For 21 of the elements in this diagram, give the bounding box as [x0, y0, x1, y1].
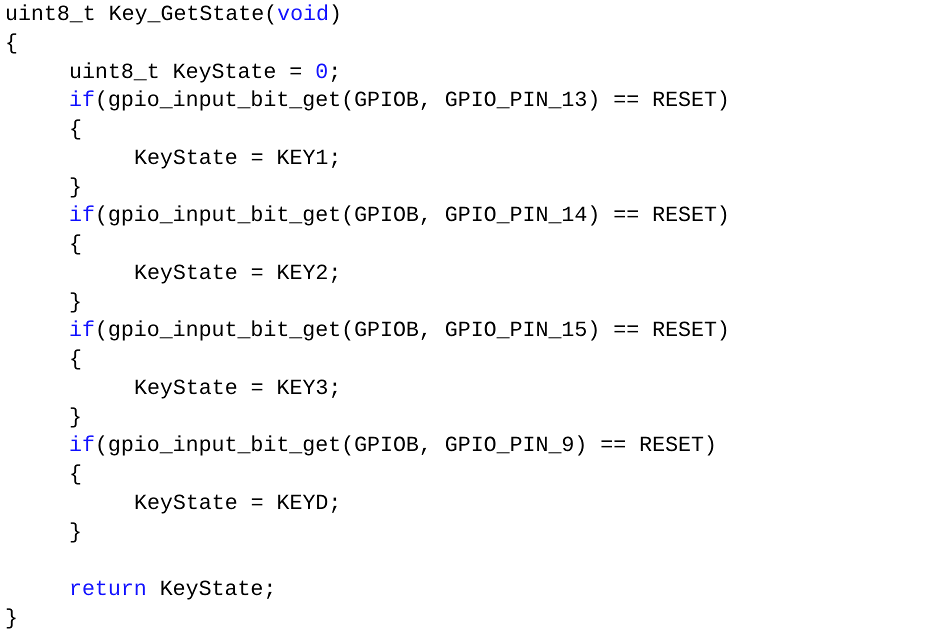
code-line: KeyState = KEY3; [134, 376, 342, 402]
code-line: KeyState = KEYD; [134, 490, 342, 517]
code-line: { [69, 347, 82, 373]
code-line: uint8_t KeyState = 0; [69, 60, 342, 86]
code-line: return KeyState; [69, 577, 276, 603]
code-line: { [69, 117, 82, 143]
code-line: { [69, 462, 82, 488]
code-line: KeyState = KEY1; [134, 146, 342, 172]
code-line: uint8_t Key_GetState(void) [5, 2, 342, 28]
code-line: } [69, 290, 82, 316]
code-line: } [69, 520, 82, 546]
code-line: } [69, 174, 82, 200]
code-line: { [5, 30, 18, 57]
code-line: { [69, 232, 82, 258]
code-line: } [5, 606, 18, 632]
code-line: if(gpio_input_bit_get(GPIOB, GPIO_PIN_13) == RESET) [69, 88, 730, 114]
code-line: if(gpio_input_bit_get(GPIOB, GPIO_PIN_14) == RESET) [69, 203, 730, 230]
code-line: } [69, 404, 82, 430]
code-line: if(gpio_input_bit_get(GPIOB, GPIO_PIN_15) == RESET) [69, 318, 730, 344]
code-line: if(gpio_input_bit_get(GPIOB, GPIO_PIN_9) == RESET) [69, 433, 717, 460]
code-line: KeyState = KEY2; [134, 260, 342, 287]
